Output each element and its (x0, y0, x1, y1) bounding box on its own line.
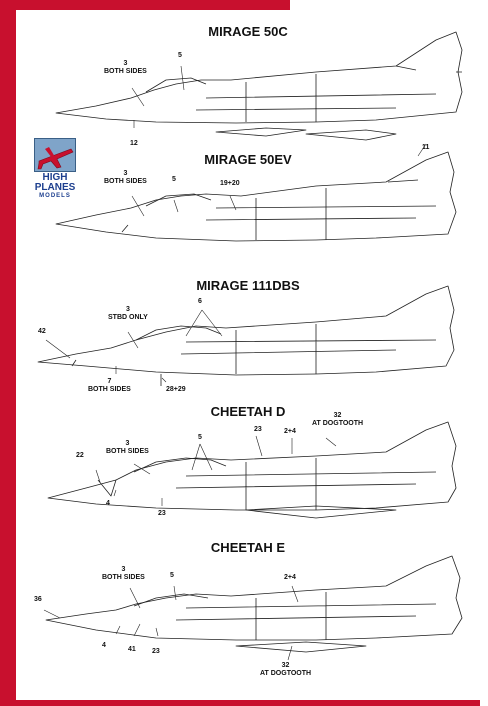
callout-d6: 22 (76, 452, 84, 459)
callout-d2: 5 (198, 434, 202, 441)
logo-text-high: HIGH (42, 172, 68, 183)
aircraft-cheetah-e (45, 555, 463, 653)
decal-placement-sheet: MIRAGE 50C MIRAGE 50EV MIRAGE 111DBS CHE… (16, 10, 480, 700)
callout-e5: 4 (102, 642, 106, 649)
callout-d8: 23 (158, 510, 166, 517)
callout-a4: 11 (422, 144, 430, 151)
title-mirage-50c: MIRAGE 50C (208, 24, 288, 39)
callout-e4: 36 (34, 596, 42, 603)
logo-text-models: MODELS (39, 193, 71, 199)
high-planes-logo: HIGH PLANES MODELS (30, 138, 80, 208)
callout-d3: 23 (254, 426, 262, 433)
callout-c2: 6 (198, 298, 202, 305)
red-border-top (0, 0, 290, 10)
logo-text-planes: PLANES (34, 182, 76, 193)
callout-d7: 4 (106, 500, 110, 507)
aircraft-mirage-111dbs (37, 285, 455, 386)
aircraft-mirage-50ev (55, 151, 457, 242)
callout-a3: 12 (130, 140, 138, 147)
callout-b2: 5 (172, 176, 176, 183)
callout-c5: 28+29 (166, 386, 186, 393)
callout-e2: 5 (170, 572, 174, 579)
aircraft-mirage-50c (55, 31, 463, 141)
red-plane-icon (37, 147, 74, 170)
callout-a2: 5 (178, 52, 182, 59)
callout-e7: 23 (152, 648, 160, 655)
callout-d4: 2+4 (284, 428, 296, 435)
red-border-left (0, 0, 16, 706)
callout-e3: 2+4 (284, 574, 296, 581)
callout-c3: 42 (38, 328, 46, 335)
callout-leaders (43, 65, 427, 661)
title-mirage-50ev: MIRAGE 50EV (204, 152, 292, 167)
page-edge-right (480, 0, 488, 706)
aircraft-cheetah-d (47, 421, 457, 519)
title-cheetah-e: CHEETAH E (210, 540, 286, 555)
callout-b3: 19+20 (220, 180, 240, 187)
logo-box (34, 138, 76, 172)
title-mirage-111dbs: MIRAGE 111DBS (196, 278, 300, 293)
callout-e6: 41 (128, 646, 136, 653)
red-border-bottom (0, 700, 488, 706)
title-cheetah-d: CHEETAH D (210, 404, 286, 419)
aircraft-drawings (37, 31, 463, 661)
